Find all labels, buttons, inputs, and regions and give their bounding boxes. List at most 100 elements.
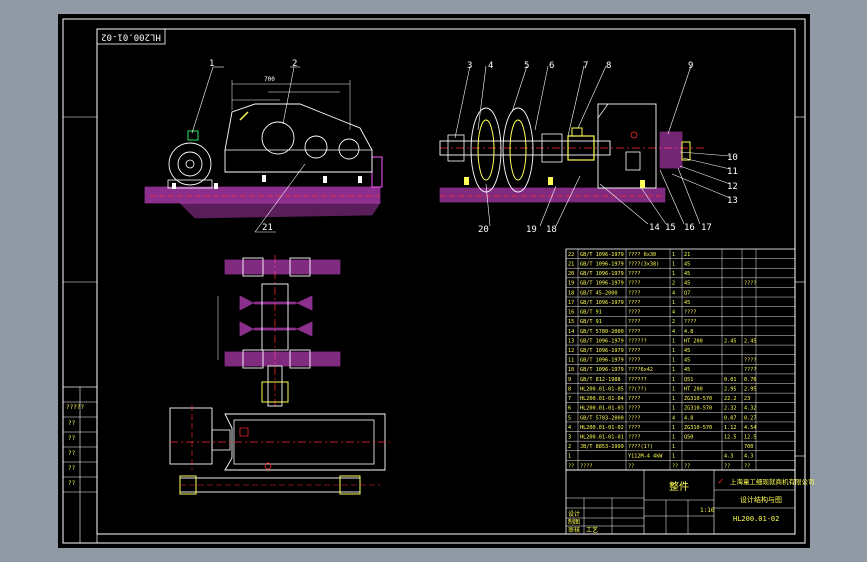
bom-cell: ???? xyxy=(628,406,641,412)
bom-cell: 2 xyxy=(672,319,675,325)
title-label-draw: 制图 xyxy=(568,518,580,526)
title-label-design: 设计 xyxy=(568,510,580,518)
bom-cell: 21 xyxy=(568,262,574,268)
bom-cell: 45 xyxy=(684,358,690,364)
bom-cell: 4 xyxy=(672,415,675,421)
balloon-4: 4 xyxy=(488,61,493,71)
bom-cell: 23 xyxy=(744,396,750,402)
bom-cell: 1 xyxy=(672,367,675,373)
bom-cell: 45 xyxy=(684,262,690,268)
bom-cell: 1 xyxy=(672,425,675,431)
bom-cell: 1 xyxy=(672,406,675,412)
drawing-background xyxy=(58,14,810,548)
bom-cell: ???? xyxy=(580,463,593,469)
bom-cell: 22.2 xyxy=(724,396,737,402)
bom-cell: 8 xyxy=(568,386,571,392)
bom-cell: ?? xyxy=(628,463,634,469)
bom-cell: 1 xyxy=(672,454,675,460)
balloon-16: 16 xyxy=(684,223,695,233)
bom-cell: ?? xyxy=(744,463,750,469)
bom-cell: Q7 xyxy=(684,290,690,296)
title-label-process: 工艺 xyxy=(586,526,598,534)
bom-cell: 1 xyxy=(672,338,675,344)
title-company: 上海童工细现就商机有限公司 xyxy=(730,477,815,486)
bom-cell: ???? xyxy=(744,358,757,364)
bom-cell: GB/T 1096-1979 xyxy=(580,271,624,277)
balloon-19: 19 xyxy=(526,225,537,235)
bom-cell: GB/T 1096-1979 xyxy=(580,348,624,354)
bom-cell: HT 200 xyxy=(684,386,703,392)
bom-cell: ???? xyxy=(684,319,697,325)
bom-cell: GB/T 91 xyxy=(580,310,602,316)
bom-cell: 6 xyxy=(568,406,571,412)
bom-cell: 2 xyxy=(672,281,675,287)
strip-label-1: ????? xyxy=(66,404,84,411)
bom-cell: ???? 6x30 xyxy=(628,252,656,258)
drawing-code-tag: HL200.01-02 xyxy=(96,28,166,45)
bom-cell: ???? xyxy=(628,348,641,354)
bom-cell: 1 xyxy=(672,377,675,383)
bom-cell: HL200.01-01-03 xyxy=(580,406,624,412)
bom-cell: 12.5 xyxy=(724,434,737,440)
bom-cell: 20 xyxy=(568,271,574,277)
balloon-15: 15 xyxy=(665,223,676,233)
bom-cell: 10 xyxy=(568,367,574,373)
title-product: 整件 xyxy=(669,480,689,493)
bom-cell: 45 xyxy=(684,300,690,306)
balloon-5: 5 xyxy=(524,61,529,71)
strip-label-3: ?? xyxy=(68,435,76,442)
title-block: 整件 ✓ 上海童工细现就商机有限公司 设计结构与图 HL200.01-02 1:… xyxy=(565,469,815,535)
outer-frame xyxy=(62,18,806,544)
balloon-20: 20 xyxy=(478,225,489,235)
bom-cell: ???? xyxy=(628,329,641,335)
title-label-check: 审核 xyxy=(568,526,580,534)
bom-cell: ???? xyxy=(628,434,641,440)
balloon-13: 13 xyxy=(727,196,738,206)
balloon-10: 10 xyxy=(727,153,738,163)
bom-cell: 4.32 xyxy=(744,406,757,412)
company-logo-mark: ✓ xyxy=(718,477,723,487)
bom-cell: ZG310-570 xyxy=(684,396,712,402)
bom-cell: GB/T 1096-1979 xyxy=(580,252,624,258)
bom-cell: ???? xyxy=(744,281,757,287)
bom-cell: ???? xyxy=(628,300,641,306)
bom-cell: 21 xyxy=(684,252,690,258)
bom-cell: ?? xyxy=(684,463,690,469)
bom-cell: JB/T 8853-1999 xyxy=(580,444,624,450)
bom-cell: GB/T 1096-1979 xyxy=(580,281,624,287)
bom-cell: 700 xyxy=(744,444,753,450)
strip-label-5: ?? xyxy=(68,465,76,472)
bom-cell: 1 xyxy=(568,454,571,460)
balloon-1: 1 xyxy=(209,59,214,69)
bom-cell: 1 xyxy=(672,434,675,440)
plan-view-shaft-assembly xyxy=(169,255,390,495)
bom-cell: 13 xyxy=(568,338,574,344)
bom-cell: 2.95 xyxy=(724,386,737,392)
bom-cell: GB/T 5780-2000 xyxy=(580,329,624,335)
balloon-21: 21 xyxy=(262,223,273,233)
bom-cell: 7 xyxy=(568,396,571,402)
bom-cell: 2.32 xyxy=(724,406,737,412)
bom-cell: 1 xyxy=(672,396,675,402)
balloon-6: 6 xyxy=(549,61,554,71)
bom-cell: 12 xyxy=(568,348,574,354)
bom-cell: ???? xyxy=(628,358,641,364)
bom-cell: ZG310-570 xyxy=(684,425,712,431)
bom-cell: ?????? xyxy=(628,338,647,344)
bom-cell: 14 xyxy=(568,329,574,335)
bom-cell: GB/T 91 xyxy=(580,319,602,325)
bom-cell: 15 xyxy=(568,319,574,325)
bom-cell: 2.95 xyxy=(744,386,757,392)
bom-cell: 4.3 xyxy=(744,454,753,460)
bom-cell: ??(??) xyxy=(628,386,647,392)
bom-cell: 4 xyxy=(672,290,675,296)
bom-cell: 1 xyxy=(672,262,675,268)
bom-cell: GB/T 812-1988 xyxy=(580,377,621,383)
bom-cell: GB/T 1096-1979 xyxy=(580,300,624,306)
dimension-700: 700 xyxy=(264,76,275,83)
bom-cell: Y112M-4 4kW xyxy=(628,454,663,460)
bom-cell: ?? xyxy=(724,463,730,469)
bom-cell: HL200.01-01-05 xyxy=(580,386,624,392)
bom-cell: Q50 xyxy=(684,434,693,440)
